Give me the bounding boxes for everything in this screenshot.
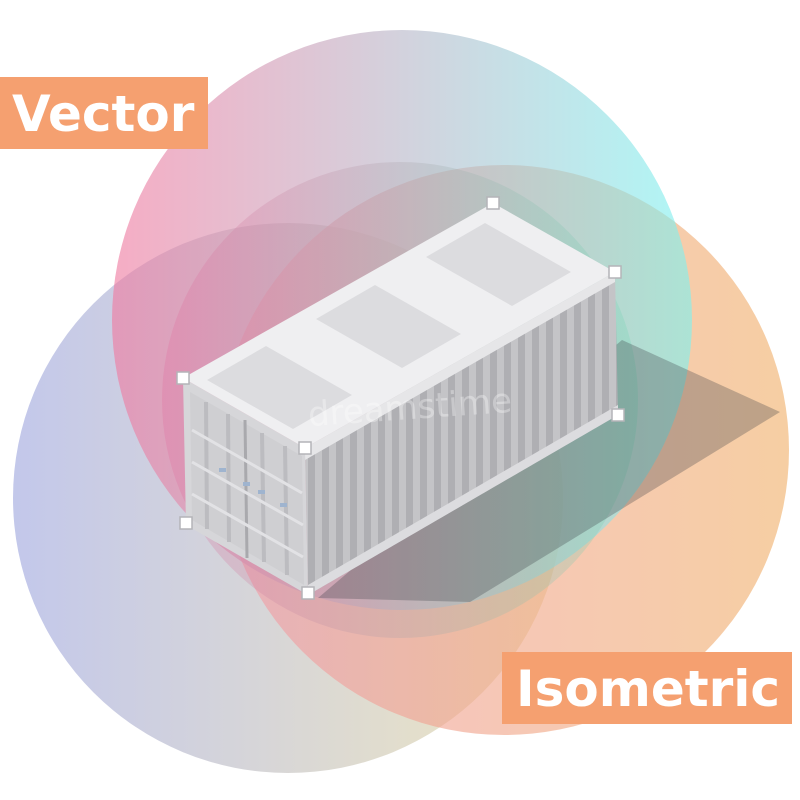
isometric-label: Isometric (502, 652, 793, 724)
corner-castings (176, 196, 625, 600)
container-shadow (318, 340, 780, 602)
container-long-side (305, 272, 618, 595)
vector-label: Vector (0, 77, 209, 149)
shipping-container (176, 196, 625, 600)
